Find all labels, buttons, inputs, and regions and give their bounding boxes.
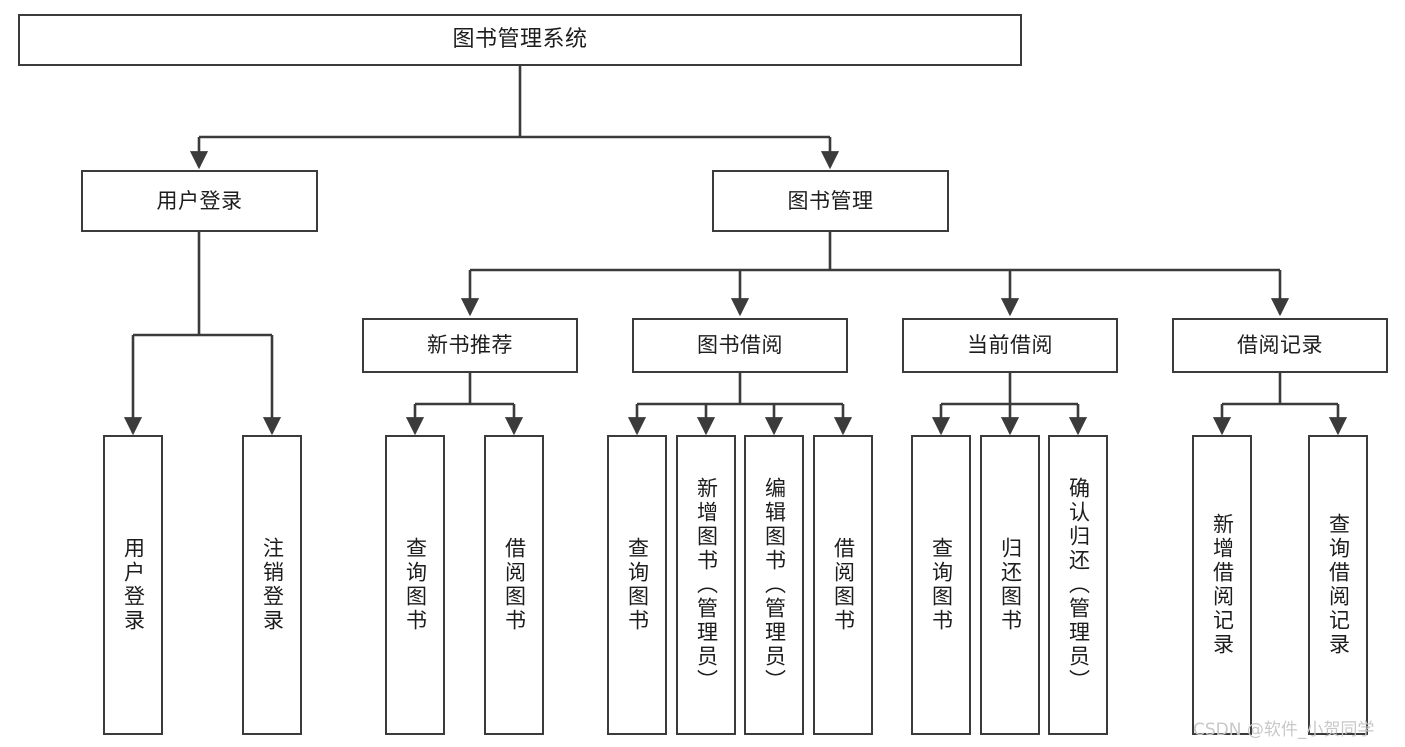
node-book-manage-label: 图书管理	[787, 188, 874, 213]
node-leaf-bb-add-book[interactable]: 新增图书（管理员）	[676, 435, 736, 735]
node-leaf-cb-return-book-label: 归还图书	[998, 537, 1023, 633]
node-leaf-logout[interactable]: 注销登录	[242, 435, 302, 735]
node-leaf-nb-borrow-book[interactable]: 借阅图书	[484, 435, 544, 735]
node-group-new-book[interactable]: 新书推荐	[362, 318, 578, 373]
node-leaf-cb-return-book[interactable]: 归还图书	[980, 435, 1040, 735]
node-leaf-bb-query-book-label: 查询图书	[625, 537, 650, 633]
node-leaf-user-login[interactable]: 用户登录	[103, 435, 163, 735]
node-leaf-bb-edit-book[interactable]: 编辑图书（管理员）	[744, 435, 804, 735]
node-group-borrow-record[interactable]: 借阅记录	[1172, 318, 1388, 373]
node-leaf-nb-query-book-label: 查询图书	[403, 537, 428, 633]
node-leaf-br-query-record-label: 查询借阅记录	[1326, 513, 1351, 657]
node-leaf-user-login-label: 用户登录	[121, 537, 146, 633]
node-group-current-borrow[interactable]: 当前借阅	[902, 318, 1118, 373]
node-leaf-nb-query-book[interactable]: 查询图书	[385, 435, 445, 735]
node-root-label: 图书管理系统	[452, 27, 588, 53]
node-user-login-label: 用户登录	[156, 188, 243, 213]
node-user-login[interactable]: 用户登录	[81, 170, 318, 232]
csdn-watermark: CSDN @软件_小贺同学	[1193, 720, 1375, 740]
node-group-borrow-record-label: 借阅记录	[1237, 333, 1323, 358]
node-group-current-borrow-label: 当前借阅	[967, 333, 1053, 358]
node-leaf-bb-query-book[interactable]: 查询图书	[607, 435, 667, 735]
node-group-borrow-book-label: 图书借阅	[697, 333, 783, 358]
node-leaf-cb-query-book[interactable]: 查询图书	[911, 435, 971, 735]
node-book-manage[interactable]: 图书管理	[712, 170, 949, 232]
node-leaf-logout-label: 注销登录	[260, 537, 285, 633]
node-leaf-br-query-record[interactable]: 查询借阅记录	[1308, 435, 1368, 735]
node-leaf-bb-borrow-book-label: 借阅图书	[831, 537, 856, 633]
node-leaf-cb-confirm-return[interactable]: 确认归还（管理员）	[1048, 435, 1108, 735]
node-root[interactable]: 图书管理系统	[18, 14, 1022, 66]
node-leaf-bb-add-book-label: 新增图书（管理员）	[694, 477, 719, 693]
node-leaf-cb-confirm-return-label: 确认归还（管理员）	[1066, 477, 1091, 693]
node-leaf-nb-borrow-book-label: 借阅图书	[502, 537, 527, 633]
node-leaf-bb-edit-book-label: 编辑图书（管理员）	[762, 477, 787, 693]
node-leaf-bb-borrow-book[interactable]: 借阅图书	[813, 435, 873, 735]
node-group-borrow-book[interactable]: 图书借阅	[632, 318, 848, 373]
node-leaf-br-add-record-label: 新增借阅记录	[1210, 513, 1235, 657]
node-group-new-book-label: 新书推荐	[427, 333, 513, 358]
node-leaf-cb-query-book-label: 查询图书	[929, 537, 954, 633]
node-leaf-br-add-record[interactable]: 新增借阅记录	[1192, 435, 1252, 735]
